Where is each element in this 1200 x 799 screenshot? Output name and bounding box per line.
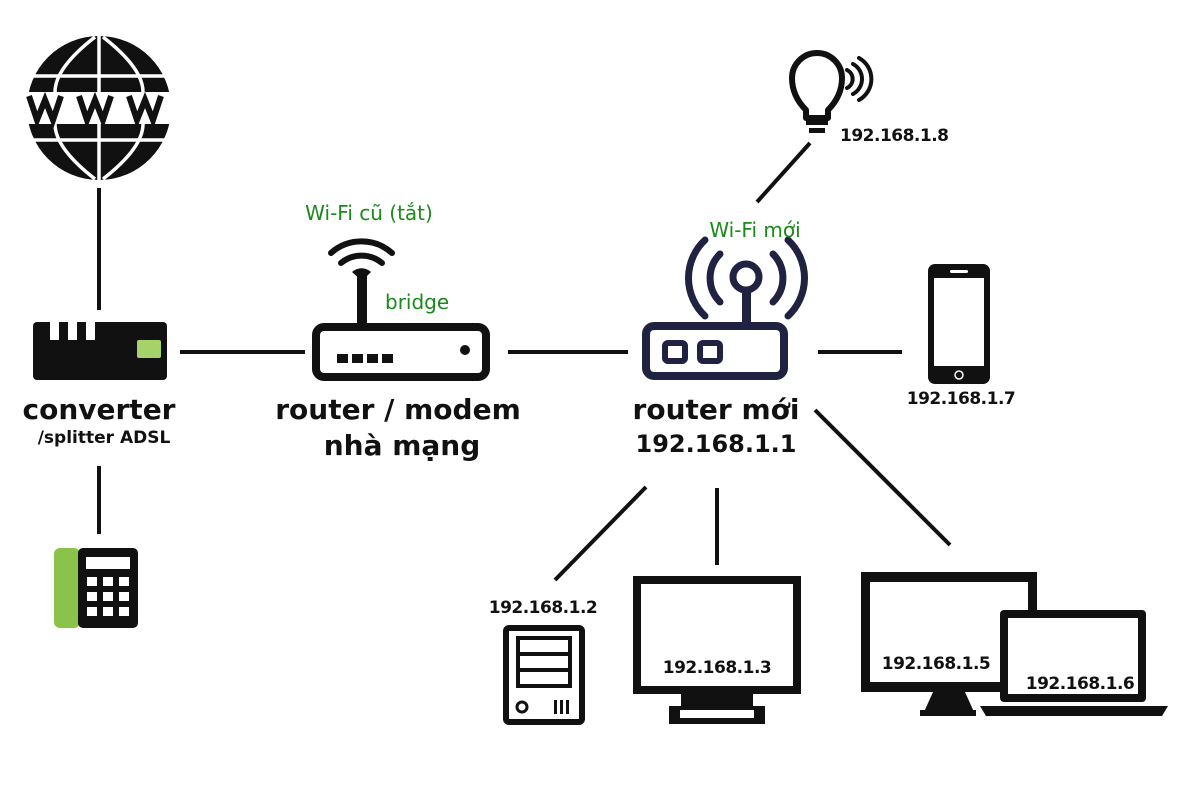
link-new-router-bulb xyxy=(755,141,812,204)
desktop-ip-label: 192.168.1.5 xyxy=(881,654,991,674)
wifi-router-icon xyxy=(312,238,490,381)
server-tower-icon xyxy=(503,625,585,725)
new-router-label: router mới xyxy=(632,393,800,426)
old-wifi-label: Wi-Fi cũ (tắt) xyxy=(305,201,433,225)
laptop-ip-label: 192.168.1.6 xyxy=(1025,674,1135,694)
monitor-ip-label: 192.168.1.3 xyxy=(662,658,772,678)
server-ip-label: 192.168.1.2 xyxy=(488,598,598,618)
adsl-splitter-icon xyxy=(33,322,167,380)
new-router-icon xyxy=(642,236,808,380)
isp-router-label-line2: nhà mạng xyxy=(323,429,481,462)
www-globe-icon xyxy=(21,35,177,181)
laptop-icon xyxy=(980,610,1168,716)
phone-ip-label: 192.168.1.7 xyxy=(906,389,1016,409)
converter-label: converter xyxy=(22,393,176,426)
link-new-router-desktop xyxy=(813,408,952,547)
bridge-label: bridge xyxy=(385,290,450,314)
landline-phone-icon xyxy=(54,548,138,628)
smart-bulb-icon xyxy=(789,50,874,133)
bulb-ip-label: 192.168.1.8 xyxy=(840,126,949,146)
monitor-icon xyxy=(633,576,801,724)
connection-lines xyxy=(97,141,952,582)
isp-router-label-line1: router / modem xyxy=(275,393,521,426)
link-new-router-server xyxy=(553,485,648,582)
smartphone-icon xyxy=(928,264,990,384)
converter-sub-label: /splitter ADSL xyxy=(37,428,171,448)
new-wifi-label: Wi-Fi mới xyxy=(709,218,801,242)
new-router-ip: 192.168.1.1 xyxy=(635,430,797,458)
